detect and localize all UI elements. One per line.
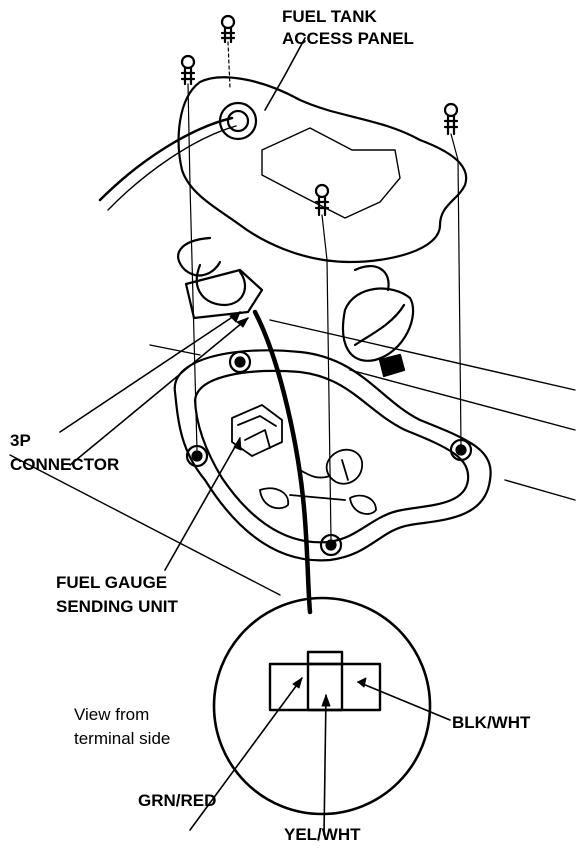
bolt-center: [314, 183, 332, 541]
view-note-line1: View from: [74, 705, 150, 724]
access-panel: [177, 76, 468, 264]
arrowheads: [229, 311, 367, 707]
sending-unit-body: [231, 404, 377, 515]
harness-left: [177, 236, 264, 320]
hose: [98, 116, 234, 202]
connector-label-line1: 3P: [10, 431, 31, 450]
bolt-top: [220, 14, 236, 89]
access-panel-label-line2: ACCESS PANEL: [282, 29, 414, 48]
leader-lines: [59, 37, 451, 836]
nut-rear-left: [228, 350, 252, 374]
bolt-left: [180, 54, 198, 451]
sending-unit-label-line1: FUEL GAUGE: [56, 573, 168, 592]
harness-right: [341, 264, 415, 378]
floor-opening: [173, 349, 492, 562]
view-note-line2: terminal side: [74, 729, 171, 748]
access-panel-label-line1: FUEL TANK: [282, 7, 377, 26]
hose-inner: [107, 125, 237, 211]
bolt-right: [443, 102, 462, 446]
sending-unit-label-line2: SENDING UNIT: [56, 597, 178, 616]
floor-lines: [9, 319, 576, 596]
wire-label-grn-red: GRN/RED: [138, 791, 217, 810]
wire-label-yel-wht: YEL/WHT: [284, 825, 361, 844]
harness-lead: [252, 309, 313, 615]
connector-face: [268, 650, 382, 712]
connector-label-line2: CONNECTOR: [10, 455, 120, 474]
wire-label-blk-wht: BLK/WHT: [452, 713, 531, 732]
nut-front: [319, 533, 343, 557]
terminal-view-circle: [212, 596, 432, 816]
